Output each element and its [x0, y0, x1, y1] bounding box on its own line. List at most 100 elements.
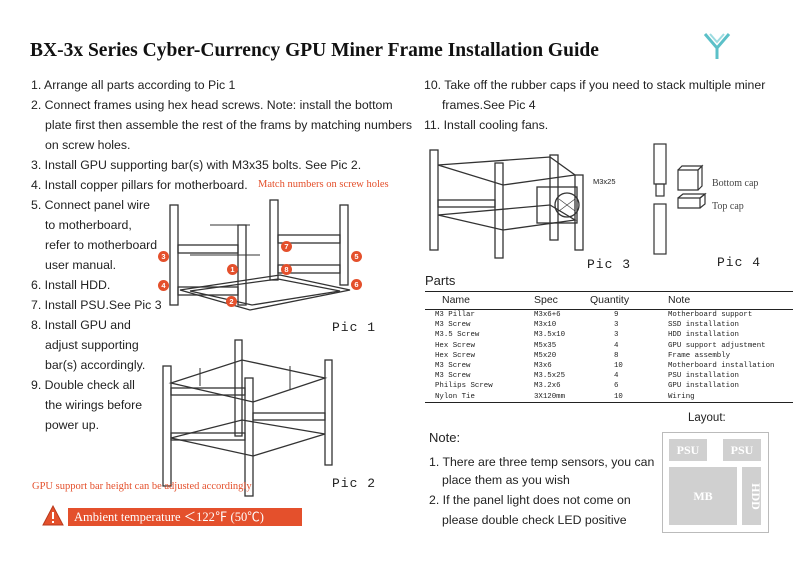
cell-note: HDD installation: [668, 331, 739, 340]
step-line: frames.See Pic 4: [442, 98, 536, 112]
note-line: place them as you wish: [442, 473, 570, 487]
cell-name: Nylon Tie: [425, 391, 534, 403]
layout-psu-1: PSU: [669, 439, 707, 461]
cell-quantity: 4: [614, 372, 619, 381]
cell-spec: M3x6+6: [534, 311, 561, 319]
cell-quantity: 9: [614, 311, 619, 319]
cell-name: M3 Pillar: [435, 311, 475, 319]
cell-spec: M5x20: [534, 351, 557, 360]
badge-6: 6: [351, 279, 362, 290]
pic2-assembled-frame-diagram: [162, 339, 333, 497]
cell-note: Wiring: [668, 391, 793, 403]
cell-quantity: 8: [614, 351, 619, 360]
cell-note: Motherboard support: [668, 311, 753, 319]
step-line: 5. Connect panel wire: [31, 198, 150, 212]
cell-note: GPU support adjustment: [668, 341, 766, 350]
pic3-psu-install-diagram: [429, 149, 584, 259]
layout-motherboard: MB: [669, 467, 737, 525]
layout-psu-2: PSU: [723, 439, 761, 461]
match-numbers-note: Match numbers on screw holes: [258, 179, 389, 190]
note-line: please double check LED positive: [442, 513, 627, 527]
page-title: BX-3x Series Cyber-Currency GPU Miner Fr…: [30, 40, 599, 61]
ambient-temperature-warning: Ambient temperature ＜122℉ (50℃): [68, 508, 302, 526]
table-row: Hex Screw M5x20 8 Frame assembly: [425, 351, 793, 361]
column-header-spec: Spec: [534, 291, 590, 310]
parts-heading: Parts: [425, 273, 456, 288]
layout-diagram: PSU PSU MB HDD: [662, 432, 769, 533]
step-line: 6. Install HDD.: [31, 278, 111, 292]
cell-name: Philips Screw: [435, 382, 493, 391]
cell-quantity: 10: [590, 391, 668, 403]
pic4-bottom-cap-label: Bottom cap: [712, 178, 759, 189]
step-line: adjust supporting: [45, 338, 139, 352]
table-row: M3 Pillar M3x6+6 9 Motherboard support: [425, 310, 793, 321]
pic3-label: Pic 3: [587, 257, 632, 272]
pic4-label: Pic 4: [717, 255, 762, 270]
cell-quantity: 6: [614, 382, 619, 391]
gpu-bar-height-note: GPU support bar height can be adjusted a…: [32, 481, 252, 492]
pic3-screw-label: M3x25: [593, 177, 616, 186]
cell-note: PSU installation: [668, 372, 739, 381]
step-line: user manual.: [45, 258, 117, 272]
cell-name: M3 Screw: [435, 321, 471, 330]
step-line: plate first then assemble the rest of th…: [45, 118, 413, 132]
badge-4: 4: [158, 280, 169, 291]
step-line: on screw holes.: [45, 138, 131, 152]
column-header-name: Name: [425, 291, 534, 310]
note-line: 2. If the panel light does not come on: [429, 493, 631, 507]
badge-1: 1: [227, 264, 238, 275]
step-line: 8. Install GPU and: [31, 318, 131, 332]
cell-quantity: 3: [614, 331, 619, 340]
badge-5: 5: [351, 251, 362, 262]
badge-3: 3: [158, 251, 169, 262]
badge-2: 2: [226, 296, 237, 307]
pic1-frame-parts-diagram: [169, 199, 351, 311]
cell-spec: M3x10: [534, 321, 557, 330]
column-header-quantity: Quantity: [590, 291, 668, 310]
cell-name: Hex Screw: [435, 341, 475, 350]
step-line: to motherboard,: [45, 218, 132, 232]
cell-note: SSD installation: [668, 321, 739, 330]
step-line: power up.: [45, 418, 100, 432]
cell-name: M3 Screw: [435, 372, 471, 381]
cell-spec: M3.5x10: [534, 331, 566, 340]
cell-spec: M3.2x6: [534, 382, 561, 391]
step-line: 9. Double check all: [31, 378, 135, 392]
cell-note: Frame assembly: [668, 351, 731, 360]
step-line: 2. Connect frames using hex head screws.…: [31, 98, 393, 112]
step-line: 3. Install GPU supporting bar(s) with M3…: [31, 158, 362, 172]
step-line: 11. Install cooling fans.: [424, 118, 549, 132]
cell-spec: 3X120mm: [534, 391, 590, 403]
badge-8: 8: [281, 264, 292, 275]
step-line: the wirings before: [45, 398, 143, 412]
cell-name: M3 Screw: [435, 362, 471, 371]
badge-7: 7: [281, 241, 292, 252]
layout-heading: Layout:: [688, 412, 726, 424]
warning-icon: [42, 505, 64, 526]
pic4-top-cap-label: Top cap: [712, 201, 744, 212]
step-line: 7. Install PSU.See Pic 3: [31, 298, 162, 312]
step-line: refer to motherboard: [45, 238, 158, 252]
cell-quantity: 10: [614, 362, 623, 371]
cell-quantity: 4: [614, 341, 619, 350]
pic1-label: Pic 1: [332, 320, 377, 335]
column-header-note: Note: [668, 291, 793, 310]
cell-quantity: 3: [614, 321, 619, 330]
layout-hdd-label: HDD: [748, 483, 763, 510]
cell-name: Hex Screw: [435, 351, 475, 360]
parts-table: Name Spec Quantity Note M3 Pillar M3x6+6 9…: [425, 291, 793, 403]
brand-logo-icon: [703, 33, 731, 59]
layout-hdd: HDD: [742, 467, 763, 525]
cell-spec: M3x6: [534, 362, 552, 371]
step-line: 10. Take off the rubber caps if you need…: [424, 78, 766, 92]
step-line: 4. Install copper pillars for motherboar…: [31, 178, 248, 192]
cell-note: GPU installation: [668, 382, 739, 391]
note-line: 1. There are three temp sensors, you can: [429, 455, 655, 469]
pic4-rubber-caps-diagram: [653, 143, 707, 255]
table-row: Philips Screw M3.2x6 6 GPU installation: [425, 381, 793, 391]
step-line: 1. Arrange all parts according to Pic 1: [31, 78, 236, 92]
